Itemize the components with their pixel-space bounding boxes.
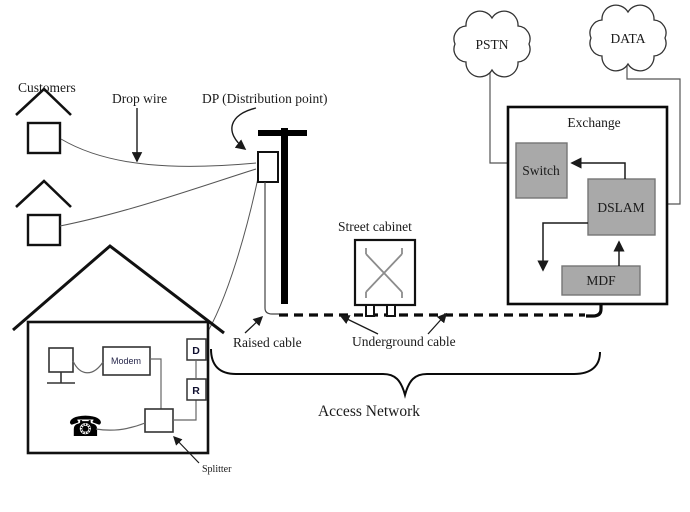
cabinet-leg bbox=[365, 304, 375, 317]
modem-box bbox=[102, 346, 151, 376]
house-body bbox=[26, 320, 210, 455]
drop-wire-line bbox=[59, 168, 257, 227]
dp-label: DP (Distribution point) bbox=[202, 91, 328, 106]
pole bbox=[281, 128, 288, 304]
dp-box bbox=[257, 151, 279, 183]
dp-arrow bbox=[231, 107, 257, 150]
mdf-label: MDF bbox=[586, 273, 616, 288]
pstn-label: PSTN bbox=[475, 37, 508, 52]
access-network-label: Access Network bbox=[318, 403, 420, 420]
modem-splitter-line bbox=[150, 358, 162, 409]
switch-node bbox=[515, 142, 568, 199]
raised-cable-line bbox=[264, 182, 279, 315]
underground-cable-arrow-right bbox=[427, 312, 447, 335]
splitter-box bbox=[144, 408, 174, 433]
mdf-node bbox=[561, 265, 641, 296]
computer-icon bbox=[47, 347, 75, 384]
r-entry-label: R bbox=[192, 385, 200, 397]
drop-wire-label: Drop wire bbox=[112, 91, 167, 106]
raised-cable-arrow bbox=[244, 315, 264, 334]
access-network-brace bbox=[210, 348, 601, 399]
splitter-r-line bbox=[173, 400, 197, 421]
modem-label: Modem bbox=[111, 356, 141, 366]
mdf-feed-line bbox=[586, 295, 603, 318]
data-link-line bbox=[626, 63, 681, 205]
phone-splitter-line bbox=[95, 422, 146, 431]
dslam-node bbox=[587, 178, 656, 236]
d-entry-label: D bbox=[192, 345, 200, 357]
street-cabinet-label: Street cabinet bbox=[338, 219, 412, 234]
underground-cable-arrow-left bbox=[339, 315, 379, 335]
cross-connect-icon bbox=[365, 248, 403, 298]
drop-wire-line bbox=[60, 138, 257, 167]
cabinet-leg bbox=[386, 304, 396, 317]
telephone-icon: ☎ bbox=[68, 410, 103, 443]
underground-cable-label: Underground cable bbox=[352, 334, 456, 349]
customers-label: Customers bbox=[18, 80, 76, 95]
switch-label: Switch bbox=[522, 163, 560, 178]
splitter-arrow bbox=[173, 436, 200, 464]
data-label: DATA bbox=[611, 31, 646, 46]
computer-modem-line bbox=[72, 360, 104, 374]
customer-house-icon bbox=[14, 179, 73, 247]
house-roof bbox=[12, 244, 225, 335]
customer-house-icon bbox=[14, 87, 73, 155]
dslam-to-mdf-arrow bbox=[537, 222, 588, 272]
dslam-label: DSLAM bbox=[597, 200, 644, 215]
drop-wire-line bbox=[203, 177, 259, 339]
exchange-label: Exchange bbox=[567, 115, 620, 130]
dslam-to-switch-arrow bbox=[570, 157, 626, 179]
splitter-label: Splitter bbox=[202, 464, 232, 475]
pole-crossbar bbox=[258, 130, 307, 136]
raised-cable-label: Raised cable bbox=[233, 335, 302, 350]
